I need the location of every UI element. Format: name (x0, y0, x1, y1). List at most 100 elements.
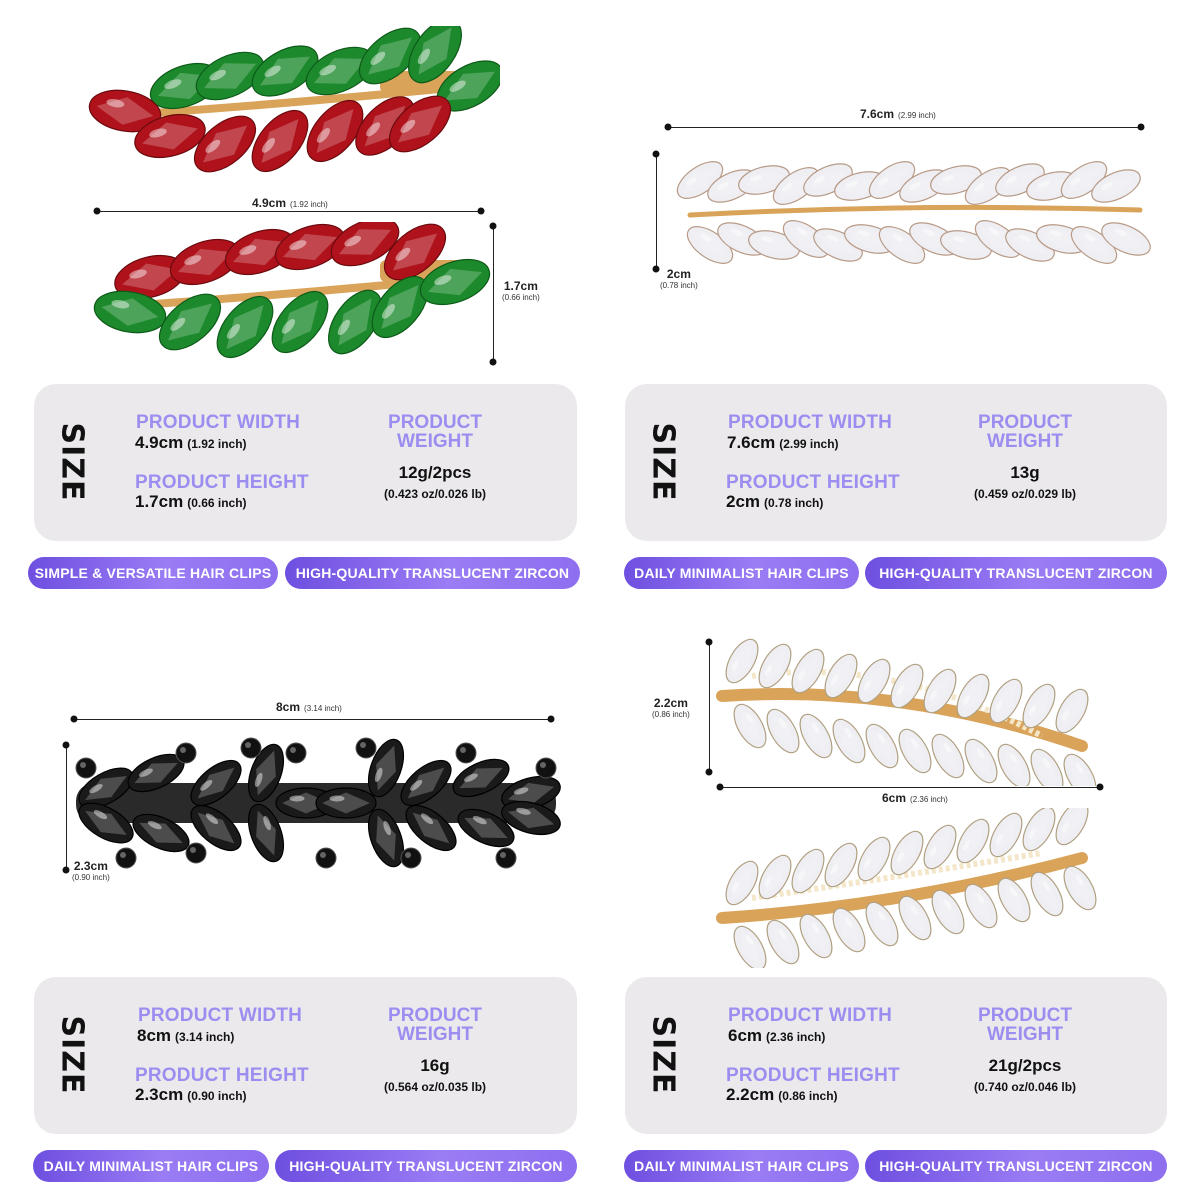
gem-stone (766, 708, 800, 754)
size-info-card: SIZE PRODUCT WIDTH 4.9cm(1.92 inch) PROD… (34, 384, 577, 541)
gem-facet (839, 724, 859, 758)
gem-facet (1037, 877, 1057, 911)
gem-highlight (263, 815, 271, 831)
gem-stone (824, 842, 858, 888)
gem-highlight (1005, 176, 1018, 184)
gem-body (1060, 161, 1108, 199)
gem-stone (1060, 161, 1108, 199)
gem-body (923, 668, 957, 714)
rose-leaf-clip-image (676, 161, 1151, 264)
gem-body (989, 678, 1023, 724)
gem-facet (1062, 808, 1082, 840)
width-measure-line (97, 211, 481, 212)
gem-facet (765, 649, 785, 683)
gem-stone (686, 226, 734, 264)
gem-highlight (749, 175, 762, 182)
gem-highlight (264, 65, 281, 77)
gem-facet (142, 122, 198, 150)
gem-facet (364, 105, 406, 147)
gem-highlight (685, 176, 697, 186)
gem-facet (1062, 694, 1082, 728)
height-measure-line (66, 745, 67, 870)
gem-body (931, 889, 965, 935)
gem-highlight (395, 247, 411, 261)
gem-stone (868, 161, 916, 199)
gem-body (190, 759, 242, 807)
gem-highlight (374, 767, 383, 783)
gem-facet (945, 236, 987, 254)
gem-body (405, 804, 457, 852)
feature-tag: DAILY MINIMALIST HAIR CLIPS (33, 1150, 269, 1182)
height-measure-label: 2.2cm(0.86 inch) (652, 696, 690, 719)
round-gem (185, 842, 207, 864)
gem-body (824, 842, 858, 888)
gem-stone (799, 913, 833, 959)
gem-highlight (205, 813, 219, 825)
gem-stone (832, 718, 866, 764)
gem-facet (507, 782, 555, 804)
gem-highlight (261, 138, 276, 153)
gem-body (766, 919, 800, 965)
gem-highlight (89, 784, 103, 794)
measure-dot (1137, 123, 1145, 131)
gem-stone (132, 813, 190, 853)
gem-stone (857, 836, 891, 882)
gem-highlight (337, 319, 351, 336)
gem-stone (1030, 871, 1064, 917)
gem-stone (878, 226, 926, 264)
gem-body (132, 813, 190, 853)
gem-facet (256, 810, 276, 856)
gem-stone (247, 743, 285, 803)
gem-stone (725, 860, 759, 906)
gem-stone (93, 290, 167, 334)
gem-highlight (910, 904, 919, 916)
gem-highlight (170, 317, 186, 331)
gem-stone (405, 804, 457, 852)
gem-facet (773, 714, 793, 748)
gem-stone (857, 658, 891, 704)
gem-body (1030, 871, 1064, 917)
gem-stone (247, 803, 285, 863)
gem-stone (791, 848, 825, 894)
gem-facet (122, 263, 178, 291)
feature-tag: DAILY MINIMALIST HAIR CLIPS (624, 557, 859, 589)
round-gem (535, 757, 557, 779)
gem-facet (139, 822, 183, 844)
gem-highlight (190, 847, 196, 853)
gem-stone (371, 275, 429, 339)
gem-stone (452, 758, 510, 798)
gem-body (330, 222, 400, 267)
gem-highlight (863, 858, 871, 869)
gem-body (251, 109, 309, 173)
gem-stone (931, 733, 965, 779)
product-panel-rose-leaf: 7.6cm(2.99 inch) 2cm(0.78 inch) SIZE PRO… (600, 0, 1200, 600)
product-width-value: 7.6cm(2.99 inch) (727, 433, 839, 452)
gem-body (890, 830, 924, 876)
gem-stone (890, 663, 924, 709)
product-weight-value: 16g (420, 1056, 450, 1075)
gem-highlight (500, 852, 506, 858)
gem-stone (931, 889, 965, 935)
gem-stone (956, 818, 990, 864)
gem-stone (964, 738, 998, 784)
gem-facet (864, 664, 884, 698)
gem-body (251, 45, 319, 97)
gem-highlight (400, 119, 416, 133)
gem-body (452, 758, 510, 798)
gem-facet (809, 171, 847, 189)
gem-stone (114, 254, 186, 300)
feature-tag: HIGH-QUALITY TRANSLUCENT ZIRCON (275, 1150, 577, 1182)
gem-facet (872, 729, 892, 763)
gem-highlight (344, 235, 362, 247)
gem-highlight (1042, 757, 1051, 769)
gem-facet (167, 303, 213, 341)
gem-facet (1070, 759, 1090, 786)
gem-facet (971, 889, 991, 923)
gem-stone (1022, 808, 1056, 852)
gem-highlight (995, 700, 1003, 711)
gem-highlight (877, 910, 886, 922)
crystal-row (751, 850, 1043, 901)
round-gem (240, 737, 262, 759)
gem-highlight (164, 79, 182, 89)
product-height-value: 2cm(0.78 inch) (726, 492, 824, 511)
